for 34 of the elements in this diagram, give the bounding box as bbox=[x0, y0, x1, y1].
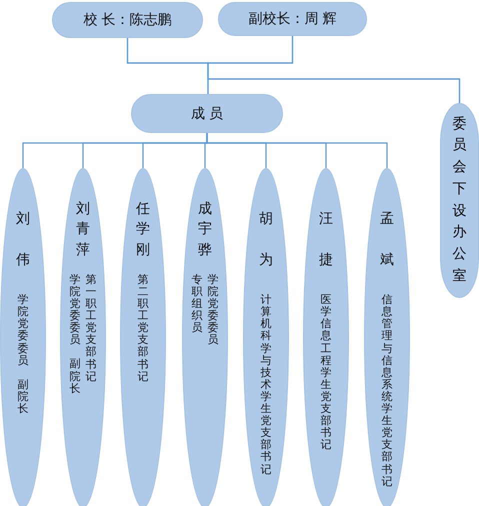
member-ellipse bbox=[0, 168, 46, 506]
member-duty: 副院长 bbox=[70, 358, 80, 395]
member-ellipse bbox=[182, 168, 228, 506]
role-box bbox=[52, 2, 203, 38]
connector-line bbox=[207, 36, 460, 103]
member-name: 任学刚 bbox=[136, 200, 150, 260]
member-ellipse bbox=[364, 168, 410, 506]
member-name: 孟斌 bbox=[380, 210, 394, 270]
member-duty: 第二职工党支部书记 bbox=[138, 274, 148, 383]
member-duty: 专职组织员 bbox=[192, 274, 202, 334]
role-box bbox=[131, 94, 283, 133]
member-name: 刘青萍 bbox=[76, 200, 90, 260]
member-duty: 副院长 bbox=[18, 378, 28, 416]
member-duty: 学院党委委员 bbox=[208, 274, 218, 346]
role-box bbox=[218, 2, 367, 36]
member-ellipse bbox=[60, 168, 106, 506]
member-ellipse bbox=[243, 168, 289, 506]
member-name: 胡为 bbox=[259, 210, 273, 270]
member-name: 刘伟 bbox=[16, 210, 30, 270]
member-name: 汪捷 bbox=[319, 210, 333, 270]
member-duty: 第一职工党支部书记 bbox=[86, 274, 96, 383]
member-name: 成宇骅 bbox=[198, 200, 212, 260]
member-ellipse bbox=[120, 168, 166, 506]
member-duty: 医学信息工程学生党支部书记 bbox=[320, 294, 332, 452]
role-title: 成 员 bbox=[190, 104, 224, 122]
member-ellipse bbox=[303, 168, 349, 506]
role-title: 副校长：周 辉 bbox=[248, 10, 337, 28]
connector-line bbox=[206, 133, 388, 168]
member-duty: 信息管理与信息系统学生党支部书记 bbox=[382, 294, 392, 488]
member-duty: 学院党委委员 bbox=[70, 274, 80, 346]
office-title: 委员会下设办公室 bbox=[452, 114, 466, 286]
member-duty: 学院党委委员 bbox=[18, 294, 28, 367]
role-title: 校 长：陈志鹏 bbox=[83, 11, 172, 29]
member-duty: 计算机科学与技术学生党支部书记 bbox=[260, 294, 272, 476]
